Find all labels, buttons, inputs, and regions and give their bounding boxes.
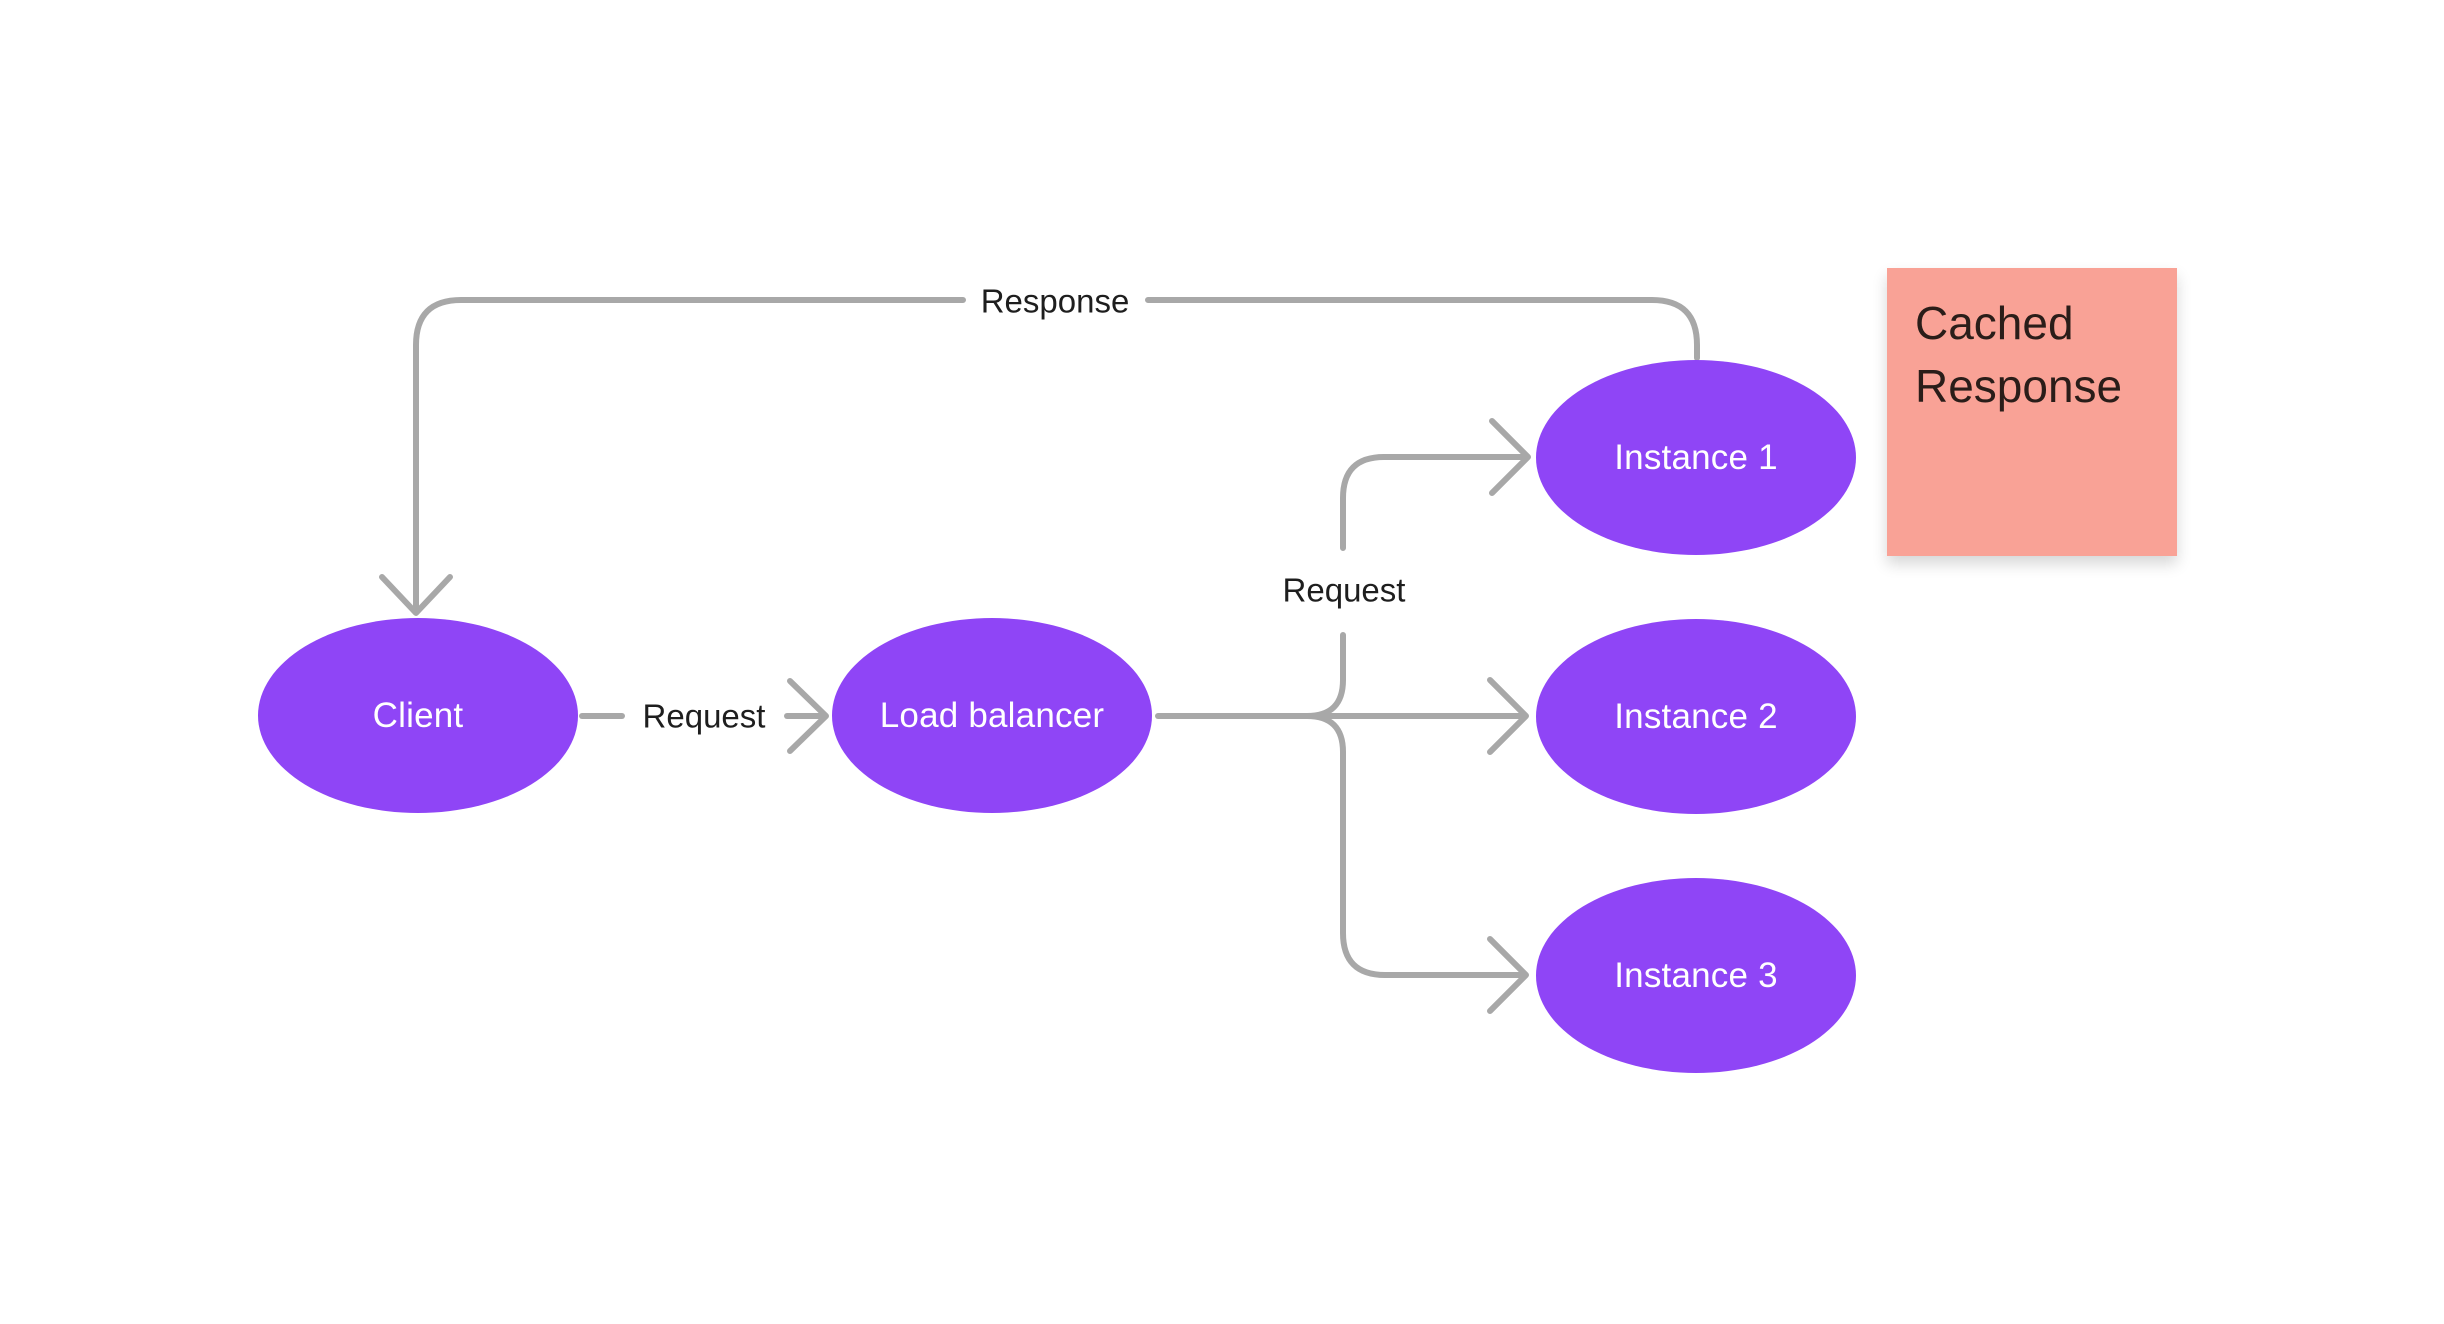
node-load-balancer[interactable]: Load balancer: [832, 618, 1152, 813]
arrowhead-down-icon: [379, 574, 453, 616]
connector-lb-to-instance1[interactable]: [1304, 418, 1531, 719]
connector-segment: [1340, 454, 1527, 551]
arrowhead-right-icon: [1489, 418, 1531, 496]
node-instance-2-label: Instance 2: [1614, 697, 1778, 736]
connector-segment: [1304, 713, 1525, 978]
arrowhead-right-icon: [787, 678, 829, 754]
connector-lb-to-instance3[interactable]: [1304, 713, 1529, 1014]
node-instance-1-label: Instance 1: [1614, 438, 1778, 477]
node-instance-3-label: Instance 3: [1614, 956, 1778, 995]
connector-request-client-to-lb[interactable]: [579, 678, 829, 754]
sticky-note-cached-response[interactable]: Cached Response: [1887, 268, 2177, 556]
connector-response-right-segment: [1145, 297, 1700, 361]
connector-lb-to-instance2[interactable]: [1155, 677, 1529, 755]
connector-label-request-client-lb[interactable]: Request: [642, 697, 766, 735]
node-instance-3[interactable]: Instance 3: [1536, 878, 1856, 1073]
connector-response-instance1-to-client[interactable]: [379, 297, 1700, 616]
arrowhead-right-icon: [1487, 677, 1529, 755]
arrowhead-right-icon: [1487, 936, 1529, 1014]
node-instance-2[interactable]: Instance 2: [1536, 619, 1856, 814]
node-client[interactable]: Client: [258, 618, 578, 813]
node-instance-1[interactable]: Instance 1: [1536, 360, 1856, 555]
connector-label-request-lb-instances[interactable]: Request: [1282, 571, 1406, 609]
connector-label-response[interactable]: Response: [980, 282, 1130, 320]
connector-segment: [1304, 632, 1346, 719]
sticky-note-text: Cached Response: [1915, 297, 2123, 412]
node-client-label: Client: [372, 696, 464, 735]
node-load-balancer-label: Load balancer: [879, 696, 1105, 735]
connector-response-left-segment: [413, 297, 966, 609]
